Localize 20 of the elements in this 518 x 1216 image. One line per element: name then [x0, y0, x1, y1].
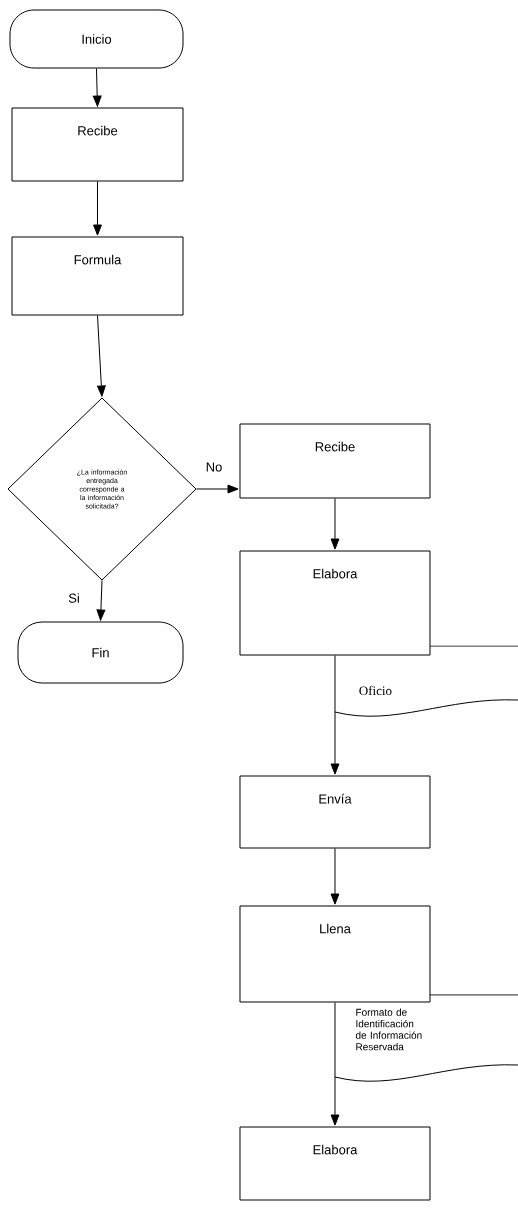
process-box: Elabora: [239, 1126, 431, 1201]
arrow: [93, 181, 102, 236]
arrow: [330, 1002, 340, 1126]
arrow: [96, 315, 106, 397]
terminator: Inicio: [9, 9, 184, 69]
process-box: Llena: [239, 905, 431, 1003]
arrow: [96, 580, 106, 621]
arrow: [330, 848, 340, 905]
arrow: [330, 655, 340, 775]
edge-label: No: [204, 461, 224, 473]
process-box: Envía: [239, 775, 431, 849]
process-box: Recibe: [239, 423, 431, 499]
arrow: [330, 498, 340, 550]
arrow: [196, 484, 239, 494]
process-box: Formula: [11, 236, 184, 316]
process-box: Elabora: [239, 550, 431, 656]
process-box: Recibe: [11, 107, 184, 182]
edge-label: Si: [67, 592, 81, 604]
terminator: Fin: [17, 621, 184, 684]
arrow: [92, 68, 102, 107]
